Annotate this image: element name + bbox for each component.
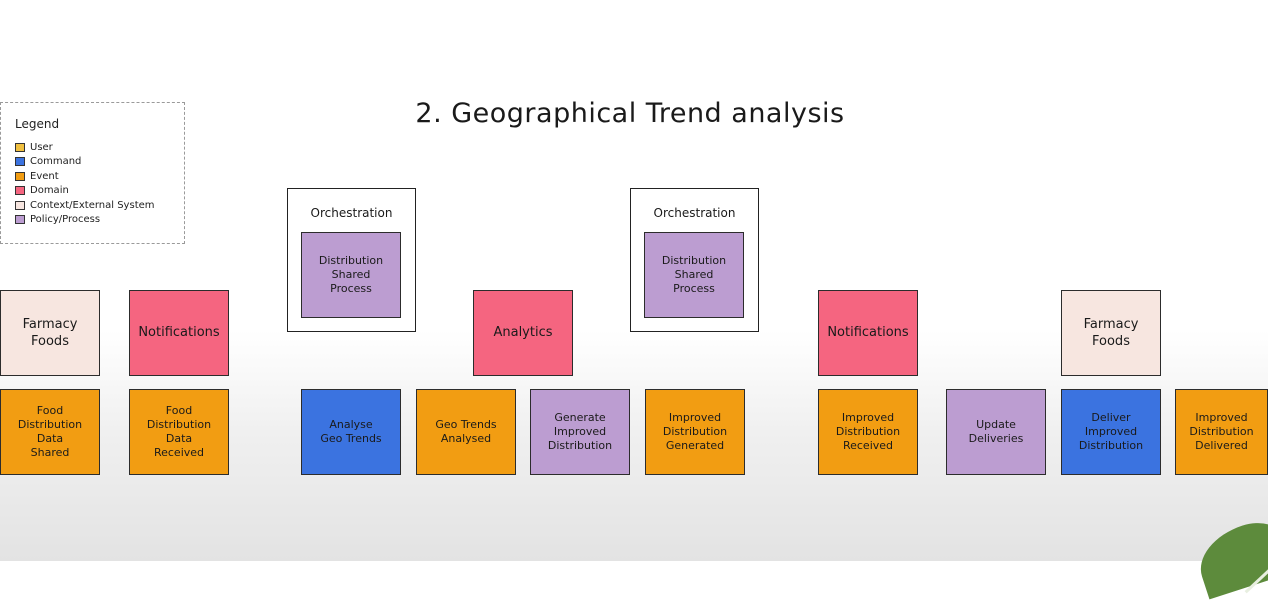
legend-item-event: Event [15,169,184,184]
legend-item-context: Context/External System [15,198,184,213]
event-sticky-improved-distribution-generated: Improved Distribution Generated [645,389,745,475]
domain-sticky-analytics: Analytics [473,290,573,376]
command-sticky-deliver-improved-distribution: Deliver Improved Distribution [1061,389,1161,475]
legend-swatch-event [15,171,25,181]
context-sticky-farmacy-foods: Farmacy Foods [0,290,100,376]
legend-label-user: User [30,141,53,153]
shared-process-sticky: Distribution Shared Process [301,232,401,318]
legend-swatch-policy [15,215,25,225]
domain-sticky-notifications: Notifications [818,290,918,376]
legend-item-domain: Domain [15,184,184,199]
policy-sticky-generate-improved-distribution: Generate Improved Distribution [530,389,630,475]
legend-title: Legend [15,117,60,131]
policy-sticky-update-deliveries: Update Deliveries [946,389,1046,475]
context-sticky-farmacy-foods: Farmacy Foods [1061,290,1161,376]
legend-label-command: Command [30,156,82,168]
command-sticky-analyse-geo-trends: Analyse Geo Trends [301,389,401,475]
event-sticky-geo-trends-analysed: Geo Trends Analysed [416,389,516,475]
legend-label-event: Event [30,170,59,182]
orchestration-frame-1: Orchestration Distribution Shared Proces… [287,188,416,332]
legend-label-policy: Policy/Process [30,214,101,226]
legend-label-context: Context/External System [30,199,155,211]
legend-swatch-context [15,200,25,210]
shared-process-sticky: Distribution Shared Process [644,232,744,318]
legend-swatch-domain [15,186,25,196]
orchestration-label: Orchestration [653,206,736,220]
orchestration-label: Orchestration [310,206,393,220]
legend-swatch-user [15,142,25,152]
event-sticky-improved-distribution-received: Improved Distribution Received [818,389,918,475]
event-sticky-food-distribution-data-received: Food Distribution Data Received [129,389,229,475]
page-title: 2. Geographical Trend analysis [415,98,845,129]
legend-box: Legend User Command Event Domain Context… [0,102,185,244]
legend-label-domain: Domain [30,185,69,197]
domain-sticky-notifications: Notifications [129,290,229,376]
legend-item-policy: Policy/Process [15,213,184,228]
legend-swatch-command [15,157,25,167]
legend-item-command: Command [15,155,184,170]
leaf-decoration-icon [1190,514,1268,600]
orchestration-frame-2: Orchestration Distribution Shared Proces… [630,188,759,332]
event-sticky-food-distribution-data-shared: Food Distribution Data Shared [0,389,100,475]
legend-item-user: User [15,140,184,155]
event-sticky-improved-distribution-delivered: Improved Distribution Delivered [1175,389,1268,475]
